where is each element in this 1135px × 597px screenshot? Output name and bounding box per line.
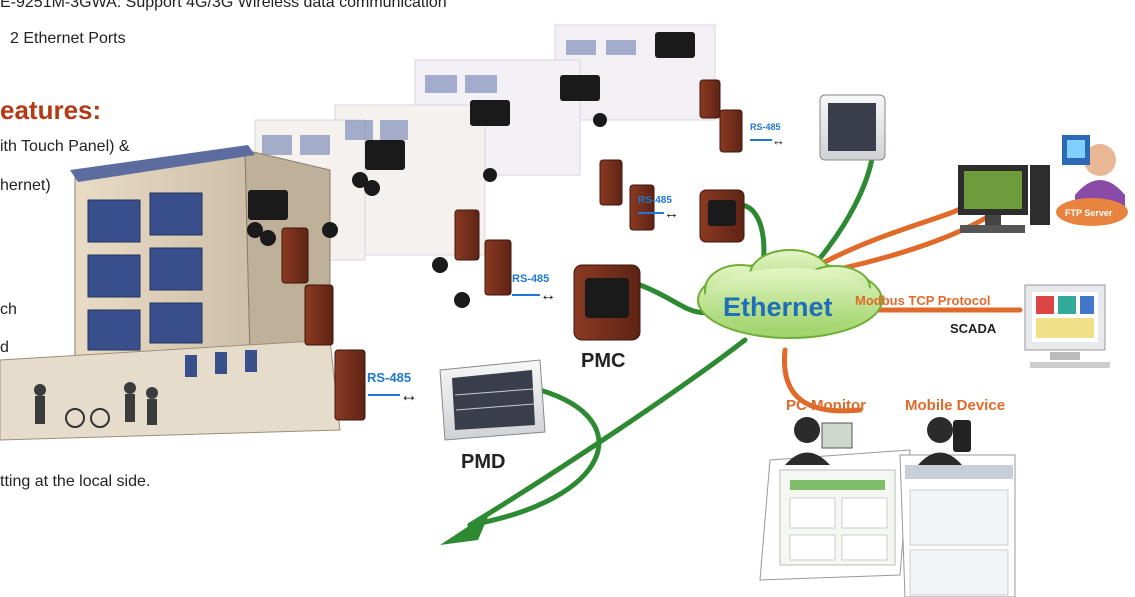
- pmc-device-small: [699, 189, 745, 243]
- rs485-label-4: RS-485: [750, 122, 781, 132]
- mobile-device-illustration: [899, 417, 1016, 597]
- ftp-desktop: [958, 165, 1050, 233]
- rs485-link-1: RS-485 ↔: [367, 370, 418, 405]
- ftp-server-label: FTP Server: [1065, 208, 1113, 218]
- ethernet-label: Ethernet: [723, 292, 833, 322]
- front-building: [0, 145, 341, 441]
- rs485-label-2: RS-485: [512, 273, 549, 285]
- rs485-label-3: RS-485: [638, 195, 672, 206]
- ethernet-cloud: [697, 249, 883, 339]
- arrow-head: [440, 512, 490, 545]
- top-touch-panel: [819, 94, 886, 161]
- feature-line-local-side: tting at the local side.: [0, 473, 151, 490]
- double-arrow-icon: ↔: [540, 287, 556, 304]
- double-arrow-icon: ↔: [772, 133, 785, 148]
- pmc-label: PMC: [581, 350, 625, 372]
- features-heading: eatures:: [0, 95, 102, 125]
- mobile-device-label: Mobile Device: [905, 397, 1005, 414]
- scada-label: SCADA: [950, 321, 997, 336]
- feature-line-touch-panel: ith Touch Panel) &: [0, 138, 130, 155]
- double-arrow-icon: ↔: [664, 205, 679, 222]
- pmd-label: PMD: [461, 451, 505, 473]
- rs485-link-4: RS-485 ↔: [750, 122, 785, 148]
- ftp-server-person: [1056, 135, 1128, 226]
- feature-line-d: d: [0, 339, 9, 356]
- feature-line-ethernet: hernet): [0, 177, 51, 194]
- rs485-link-3: RS-485 ↔: [638, 195, 679, 222]
- meter-clusters: [247, 32, 695, 326]
- pmc-device: [573, 264, 641, 341]
- pc-monitor-illustration: [759, 417, 911, 581]
- rs485-devices: [281, 79, 743, 421]
- model-description-line: E-9251M-3GWA: Support 4G/3G Wireless dat…: [0, 0, 447, 11]
- pc-monitor-label: PC Monitor: [786, 397, 866, 414]
- scada-computer: [1024, 284, 1110, 368]
- ethernet-ports-line: 2 Ethernet Ports: [10, 30, 126, 47]
- pmd-panel: [439, 359, 546, 441]
- rs485-link-2: RS-485 ↔: [512, 273, 556, 304]
- street-people: [34, 382, 158, 428]
- double-arrow-icon: ↔: [400, 385, 418, 405]
- modbus-tcp-label: Modbus TCP Protocol: [855, 293, 991, 308]
- rs485-label-1: RS-485: [367, 370, 411, 385]
- feature-line-ch: ch: [0, 301, 17, 318]
